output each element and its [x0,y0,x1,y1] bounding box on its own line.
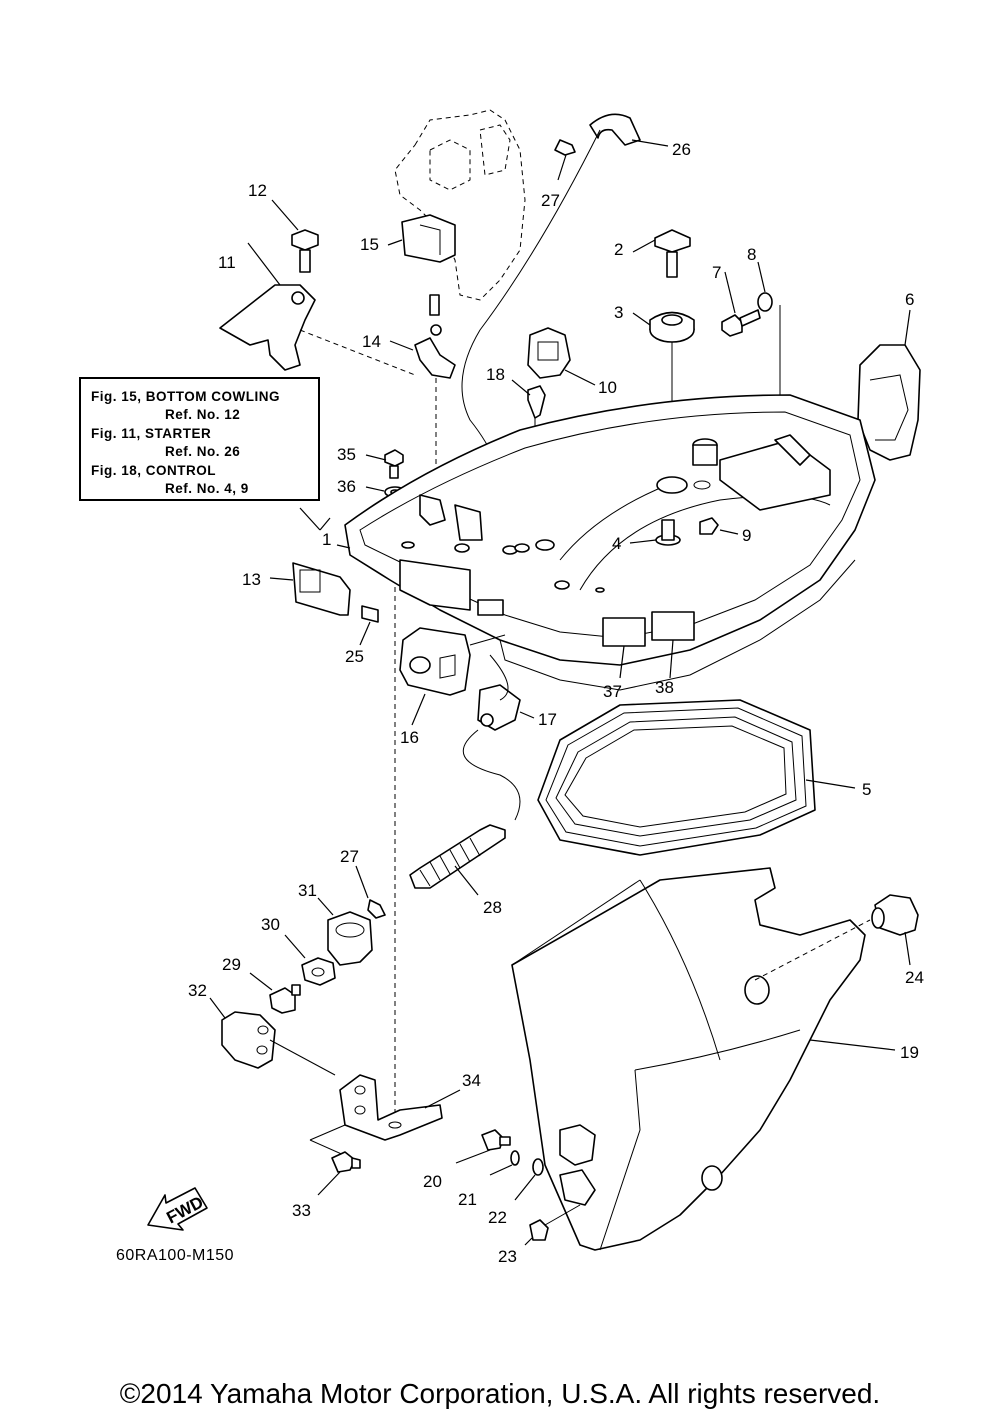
callout-11: 11 [218,253,236,272]
part-35-screw [365,449,404,479]
part-9-nut [699,517,739,535]
callout-29: 29 [222,955,241,974]
callout-19: 19 [900,1043,919,1062]
part-25-clip [359,605,379,646]
callout-15: 15 [360,235,379,254]
callout-32: 32 [188,981,207,1000]
part-24-grommet [871,894,919,966]
part-34-bracket [309,1074,461,1161]
ref-no-12: Ref. No. 12 [165,407,241,422]
part-10-grommet [527,327,596,386]
callout-9: 9 [742,526,751,545]
part-12-bolt [271,199,319,273]
callout-21: 21 [458,1190,477,1209]
callout-16: 16 [400,728,419,747]
callout-38: 38 [655,678,674,697]
part-5-seal [537,699,856,856]
part-19-lower-cover [511,867,896,1251]
part-16-grommet [399,627,506,726]
part-22-washer [514,1158,544,1201]
part-15-bracket [387,214,456,263]
part-30-gasket [284,934,336,986]
engine-block-outline [394,109,526,301]
callout-22: 22 [488,1208,507,1227]
callout-1: 1 [322,530,331,549]
callout-37: 37 [603,682,622,701]
part-2-bolt [632,229,691,278]
callout-23: 23 [498,1247,517,1266]
ref-fig-11: Fig. 11, STARTER [91,426,212,441]
part-7-bolt [721,271,761,337]
part-4-bolt [629,519,681,546]
part-27-clip-top [554,139,576,181]
part-17-grommet [462,654,535,821]
callout-12: 12 [248,181,267,200]
ref-fig-15: Fig. 15, BOTTOM COWLING [91,389,280,404]
fwd-arrow-icon: FWD [147,1187,208,1231]
callout-8: 8 [747,245,756,264]
callout-10: 10 [598,378,617,397]
callout-13: 13 [242,570,261,589]
callout-31: 31 [298,881,317,900]
callout-33: 33 [292,1201,311,1220]
reference-box: Fig. 15, BOTTOM COWLING Ref. No. 12 Fig.… [79,377,320,501]
callout-3: 3 [614,303,623,322]
callout-26: 26 [672,140,691,159]
part-28-wire [409,824,506,896]
ref-fig-18: Fig. 18, CONTROL [91,463,217,478]
copyright-notice: ©2014 Yamaha Motor Corporation, U.S.A. A… [119,1378,881,1409]
callout-24: 24 [905,968,924,987]
drawing-code: 60RA100-M150 [116,1247,235,1264]
part-1-bottom-cowling [299,394,876,691]
callout-27-top: 27 [541,191,560,210]
callout-36: 36 [337,477,356,496]
callout-25: 25 [345,647,364,666]
callout-18: 18 [486,365,505,384]
callout-28: 28 [483,898,502,917]
ref-no-26: Ref. No. 26 [165,444,241,459]
part-20-screw [455,1129,511,1164]
part-21-washer [489,1150,520,1176]
part-32-cap [209,997,336,1076]
callout-5: 5 [862,780,871,799]
part-11-bracket [219,242,416,376]
part-27-clip-lower [355,865,386,919]
ref-no-4-9: Ref. No. 4, 9 [165,481,249,496]
part-31-cap [317,897,373,966]
callout-20: 20 [423,1172,442,1191]
callout-4: 4 [612,534,621,553]
part-23-nut [524,1204,581,1246]
callout-2: 2 [614,240,623,259]
callout-34: 34 [462,1071,481,1090]
callout-14: 14 [362,332,381,351]
part-13-seal [269,562,351,616]
callout-27-lower: 27 [340,847,359,866]
callout-7: 7 [712,263,721,282]
callout-35: 35 [337,445,356,464]
callout-30: 30 [261,915,280,934]
part-33-screw [317,1151,361,1196]
exploded-parts-diagram: FWD 1 2 3 4 5 6 7 8 9 10 11 12 13 14 15 … [147,109,924,1266]
callout-17: 17 [538,710,557,729]
callout-6: 6 [905,290,914,309]
part-29-screw [249,972,301,1014]
